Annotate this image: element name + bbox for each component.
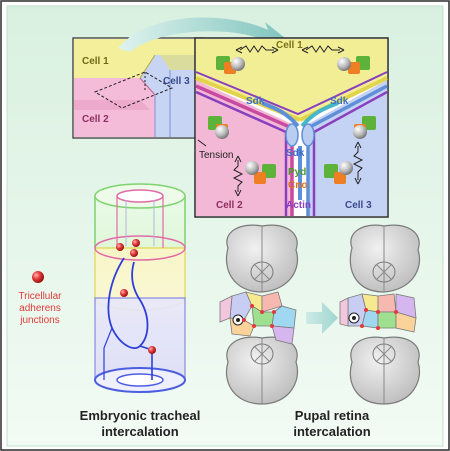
trachea-caption-line2: intercalation: [101, 424, 179, 439]
trachea-caption-line1: Embryonic tracheal: [79, 408, 201, 423]
actin-label: Actin: [286, 200, 311, 211]
molecular-detail-inset: [194, 37, 389, 218]
left-cell1-label: Cell 1: [82, 56, 109, 67]
junction-legend-marker: [32, 271, 44, 283]
progression-arrow: [306, 302, 338, 334]
tension-label: Tension: [199, 150, 234, 161]
pyd-label: Pyd: [288, 167, 307, 178]
left-cell3-label: Cell 3: [163, 76, 190, 87]
sdk-left-label: Sdk: [246, 96, 265, 107]
tracheal-tube-diagram: [94, 183, 186, 393]
zoom-arrow: [118, 17, 290, 52]
retina-before-diagram: [219, 224, 298, 405]
right-cell2-label: Cell 2: [216, 200, 243, 211]
left-cell2-label: Cell 2: [82, 114, 109, 125]
sdk-center-label: Sdk: [286, 148, 305, 159]
right-cell1-label: Cell 1: [276, 40, 303, 51]
legend-line1: Tricellular: [18, 291, 62, 302]
cno-label: Cno: [288, 180, 308, 191]
sdk-right-label: Sdk: [330, 96, 349, 107]
legend-line2: adherens: [19, 303, 61, 314]
retina-caption-line1: Pupal retina: [294, 408, 370, 423]
right-cell3-label: Cell 3: [345, 200, 372, 211]
retina-caption-line2: intercalation: [293, 424, 371, 439]
legend-line3: junctions: [20, 315, 60, 326]
retina-after-diagram: [339, 224, 420, 405]
cell-junction-inset: [72, 37, 204, 139]
